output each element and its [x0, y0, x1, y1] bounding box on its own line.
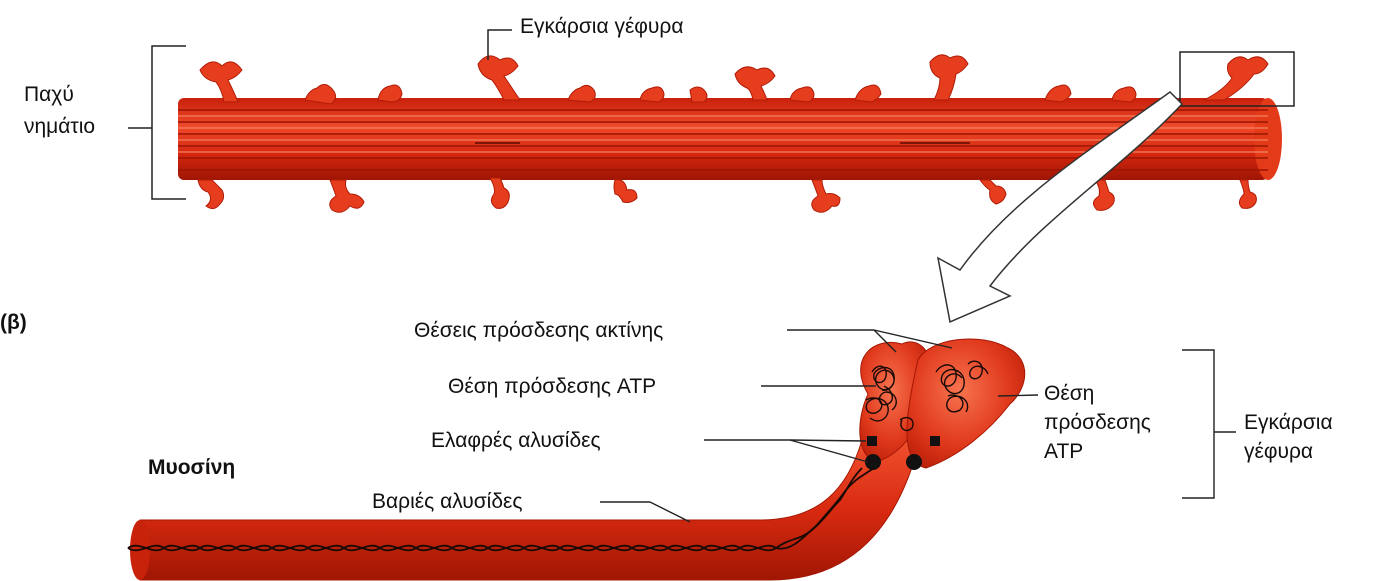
atp-site-right-line3: ATP [1044, 439, 1083, 464]
cross-bridge-right-line2: γέφυρα [1244, 439, 1313, 464]
atp-site-right-line2: πρόσδεσης [1044, 410, 1151, 435]
lower-cross-bridges [198, 178, 1256, 212]
myosin-label: Μυοσίνη [148, 455, 235, 480]
actin-binding-sites-label: Θέσεις πρόσδεσης ακτίνης [414, 318, 663, 343]
heavy-chains-label: Βαριές αλυσίδες [372, 489, 523, 514]
thick-filament-label-line2: νημάτιο [24, 114, 95, 139]
panel-label: (β) [0, 310, 27, 335]
thick-filament-label-line1: Παχύ [24, 82, 74, 107]
light-chains-label: Ελαφρές αλυσίδες [431, 428, 601, 453]
cross-bridge-label: Εγκάρσια γέφυρα [520, 14, 684, 39]
atp-binding-site-label: Θέση πρόσδεσης ATP [448, 374, 656, 399]
upper-cross-bridges [200, 55, 1268, 104]
atp-site-right-line1: Θέση [1044, 381, 1094, 406]
cross-bridge-right-line1: Εγκάρσια [1244, 410, 1333, 435]
